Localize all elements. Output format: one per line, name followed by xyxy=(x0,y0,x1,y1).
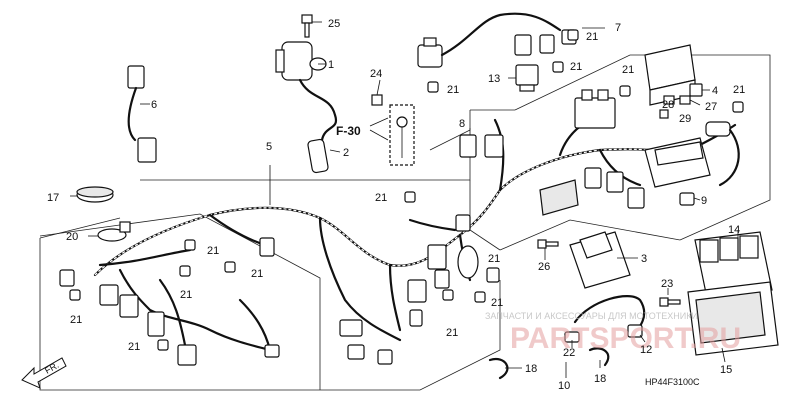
callout-28: 28 xyxy=(662,99,674,111)
callout-21-m: 21 xyxy=(491,297,503,309)
callout-27: 27 xyxy=(705,101,717,113)
watermark-caption: ЗАПЧАСТИ И АКСЕССУАРЫ ДЛЯ МОТОТЕХНИКИ xyxy=(485,311,698,321)
callout-21-a: 21 xyxy=(586,31,598,43)
callout-29: 29 xyxy=(679,113,691,125)
watermark-brand: PARTSPORT.RU xyxy=(510,322,741,355)
clamp-17 xyxy=(76,186,114,203)
callout-2: 2 xyxy=(343,147,349,159)
callout-21-h: 21 xyxy=(251,268,263,280)
control-unit-3 xyxy=(569,231,631,289)
callout-21-d: 21 xyxy=(622,64,634,76)
callout-21-c: 21 xyxy=(447,84,459,96)
callout-21-i: 21 xyxy=(180,289,192,301)
relay-group xyxy=(574,89,616,129)
bolt-23 xyxy=(659,297,681,307)
fuse-box-main xyxy=(644,137,711,188)
callout-3: 3 xyxy=(641,253,647,265)
diagram-ref-code: HP44F3100C xyxy=(645,377,700,387)
ground-cable xyxy=(371,94,415,166)
callout-24: 24 xyxy=(370,68,382,80)
callout-22: 22 xyxy=(563,347,575,359)
callout-12: 12 xyxy=(640,344,652,356)
callout-21-b: 21 xyxy=(570,61,582,73)
callout-13: 13 xyxy=(488,73,500,85)
callout-21-j: 21 xyxy=(70,314,82,326)
callout-15: 15 xyxy=(720,364,732,376)
ignition-coil xyxy=(275,41,338,174)
connector-9 xyxy=(679,192,695,206)
leader-lines xyxy=(70,21,739,378)
callout-20: 20 xyxy=(66,231,78,243)
coupler-group-left xyxy=(59,237,280,366)
callout-18-right: 18 xyxy=(594,373,606,385)
fuse-27 xyxy=(679,95,691,105)
callout-7: 7 xyxy=(615,22,621,34)
callout-5: 5 xyxy=(266,141,272,153)
callout-1: 1 xyxy=(328,59,334,71)
callout-23: 23 xyxy=(661,278,673,290)
front-direction-arrow: FR. xyxy=(21,357,67,389)
callout-21-k: 21 xyxy=(128,341,140,353)
callout-8: 8 xyxy=(459,118,465,130)
callout-17: 17 xyxy=(47,192,59,204)
sub-harness-6 xyxy=(127,65,157,163)
callout-26: 26 xyxy=(538,261,550,273)
bolt-25 xyxy=(301,14,313,38)
section-ref-f30: F-30 xyxy=(336,124,361,138)
assembly-frames xyxy=(39,54,771,391)
fuse-28 xyxy=(663,95,675,105)
fuse-29 xyxy=(659,109,669,119)
callout-21-n: 21 xyxy=(446,327,458,339)
sensor-12 xyxy=(573,295,646,338)
callout-4: 4 xyxy=(712,85,718,97)
coupler-group-center xyxy=(407,214,500,303)
band-18-right xyxy=(588,347,610,367)
bolt-26 xyxy=(537,239,559,249)
relay-13 xyxy=(515,64,539,92)
callout-18-left: 18 xyxy=(525,363,537,375)
band-20 xyxy=(97,221,131,242)
coupler-group-mid xyxy=(539,167,645,216)
callout-25: 25 xyxy=(328,18,340,30)
callout-9: 9 xyxy=(701,195,707,207)
callout-21-e: 21 xyxy=(733,84,745,96)
fuse-box-cover xyxy=(644,44,696,106)
connector-8 xyxy=(459,134,504,158)
callout-labels: 1 2 3 4 5 6 7 8 9 10 12 13 14 15 17 18 1… xyxy=(47,18,745,392)
callout-21-g: 21 xyxy=(207,245,219,257)
connector-4 xyxy=(689,83,703,97)
sub-harness-7 xyxy=(417,12,577,68)
coupler-group-bottom xyxy=(339,309,423,365)
band-18-left xyxy=(488,357,509,380)
cable-right xyxy=(705,121,740,187)
callout-10: 10 xyxy=(558,380,570,392)
callout-21-f: 21 xyxy=(375,192,387,204)
bracket-15 xyxy=(687,281,779,356)
watermark: ЗАПЧАСТИ И АКСЕССУАРЫ ДЛЯ МОТОТЕХНИКИ PA… xyxy=(485,311,741,355)
callout-14: 14 xyxy=(728,224,740,236)
callout-21-l: 21 xyxy=(488,253,500,265)
callout-6: 6 xyxy=(151,99,157,111)
clip-21-group xyxy=(69,29,744,351)
